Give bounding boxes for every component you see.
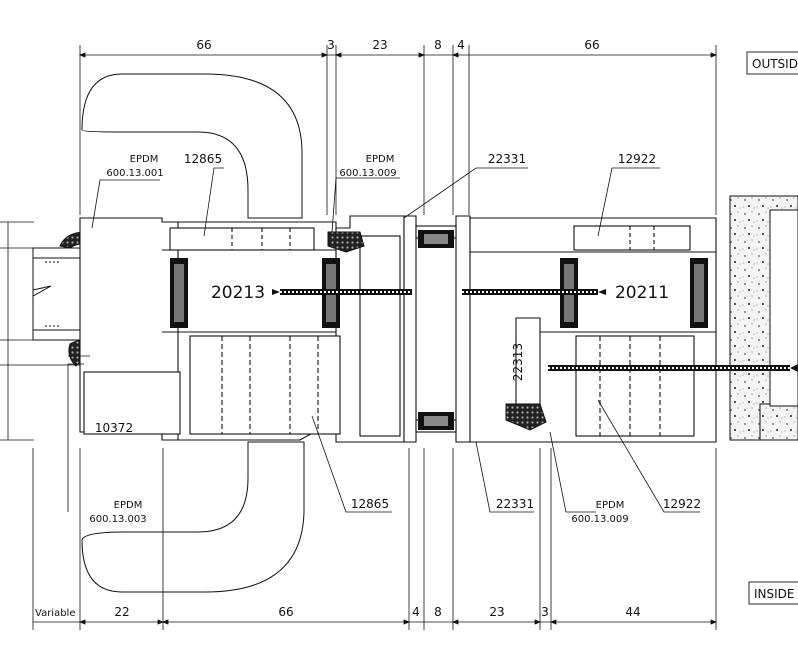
central-seal-top (418, 230, 454, 248)
epdm-gasket-bottom-right (505, 403, 547, 431)
callout-12865-bottom: 12865 (351, 497, 389, 511)
anchor-screw (548, 364, 798, 372)
callout-epdm-top-left-title: EPDM (130, 154, 159, 165)
dim-top-66-right: 66 (584, 38, 599, 52)
profile-20213 (79, 215, 405, 443)
callout-epdm-bottom-left-title: EPDM (114, 500, 143, 511)
svg-text:OUTSIDE: OUTSIDE (752, 57, 798, 71)
dim-top-3: 3 (327, 38, 335, 52)
dim-top-4: 4 (457, 38, 465, 52)
profile-20211 (469, 217, 717, 443)
dim-bottom-66: 66 (278, 605, 293, 619)
callout-12922-top: 12922 (618, 152, 656, 166)
dim-bottom-variable: Variable (35, 608, 76, 619)
callout-epdm-top-mid-title: EPDM (366, 154, 395, 165)
callout-epdm-top-mid-code: 600.13.009 (339, 168, 396, 179)
top-dimension-chain (78, 45, 718, 215)
callout-epdm-top-left-code: 600.13.001 (106, 168, 163, 179)
callout-22331-bottom: 22331 (496, 497, 534, 511)
label-22313: 22313 (511, 343, 525, 381)
leader-lines (67, 167, 700, 513)
callout-22331-top: 22331 (488, 152, 526, 166)
handle-swing-outline-top (81, 73, 303, 219)
dim-bottom-44: 44 (625, 605, 640, 619)
screw-right (462, 289, 606, 295)
bottom-dimension-chain (32, 448, 718, 630)
callout-12865-top: 12865 (184, 152, 222, 166)
central-seal-bottom (418, 412, 454, 430)
callout-epdm-bottom-right-title: EPDM (596, 500, 625, 511)
inside-label: INSIDE (748, 581, 798, 605)
dim-bottom-23: 23 (489, 605, 504, 619)
dim-top-23: 23 (372, 38, 387, 52)
callout-epdm-bottom-right-code: 600.13.009 (571, 514, 628, 525)
outside-label: OUTSIDE (746, 51, 798, 75)
label-10372: 10372 (95, 421, 133, 435)
dim-top-66-left: 66 (196, 38, 211, 52)
dim-bottom-4: 4 (412, 605, 420, 619)
screw-left (272, 289, 412, 295)
handle-swing-outline-bottom (81, 441, 305, 593)
callout-epdm-bottom-left-code: 600.13.003 (89, 514, 146, 525)
concrete-wall (729, 195, 798, 441)
callout-12922-bottom: 12922 (663, 497, 701, 511)
dim-bottom-22: 22 (114, 605, 129, 619)
epdm-gasket-top-mid (327, 231, 365, 253)
profile-22331 (403, 215, 471, 443)
svg-text:INSIDE: INSIDE (754, 587, 795, 601)
label-20211: 20211 (615, 283, 669, 303)
dim-bottom-3: 3 (541, 605, 549, 619)
dim-top-8: 8 (434, 38, 442, 52)
dim-bottom-8: 8 (434, 605, 442, 619)
left-dimension-chain (0, 221, 80, 441)
label-20213: 20213 (211, 283, 265, 303)
